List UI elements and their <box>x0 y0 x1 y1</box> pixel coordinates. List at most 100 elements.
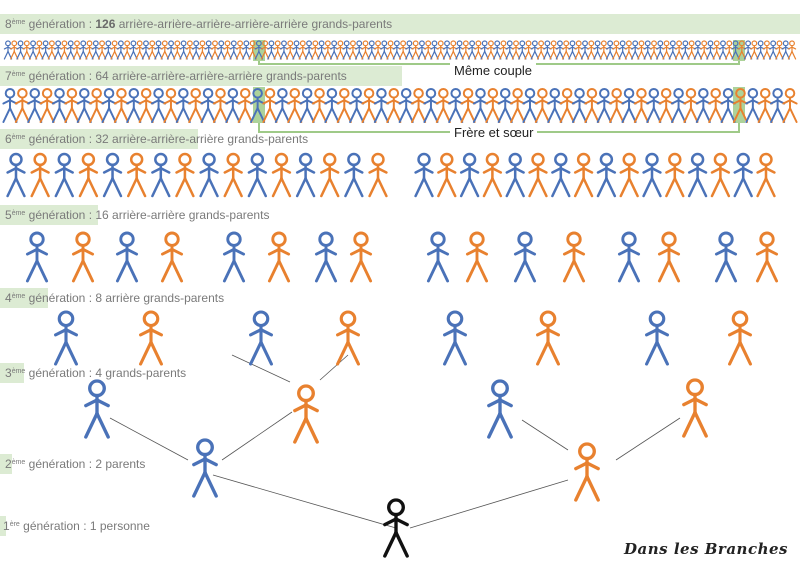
person-gen6-15 <box>344 152 364 198</box>
person-gen8-98 <box>612 40 621 60</box>
person-gen8-67 <box>417 40 427 60</box>
person-gen7-23 <box>274 88 290 123</box>
person-gen6-31 <box>733 152 753 198</box>
person-gen7-2 <box>14 88 30 123</box>
person-gen7-13 <box>150 88 167 123</box>
person-gen8-71 <box>442 40 452 60</box>
person-gen6-10 <box>223 152 243 198</box>
person-gen7-64 <box>782 88 798 123</box>
person-gen5-3 <box>115 231 139 283</box>
person-gen6-30 <box>710 152 731 198</box>
person-gen8-2 <box>10 40 19 60</box>
generation-label-2: 2ème génération : 2 parents <box>5 457 146 471</box>
person-gen8-66 <box>411 40 420 60</box>
person-gen7-46 <box>559 88 575 123</box>
person-gen7-26 <box>311 88 328 123</box>
person-gen3-4 <box>682 378 708 438</box>
person-gen7-4 <box>39 88 55 123</box>
person-gen8-88 <box>549 40 558 60</box>
person-gen5-2 <box>71 231 95 283</box>
person-gen8-51 <box>317 40 326 60</box>
person-gen5-8 <box>349 231 373 283</box>
person-gen5-4 <box>160 231 184 283</box>
person-gen6-16 <box>368 152 388 198</box>
person-gen5-5 <box>222 231 246 283</box>
person-gen8-59 <box>367 40 376 60</box>
person-gen6-7 <box>151 152 171 198</box>
person-gen8-7 <box>41 40 50 60</box>
person-gen8-104 <box>649 40 659 60</box>
connector-line-1 <box>212 474 397 529</box>
person-gen8-29 <box>179 40 188 60</box>
person-gen7-60 <box>732 88 749 123</box>
person-gen8-4 <box>22 40 32 60</box>
highlight-box-sibling-2 <box>733 87 745 123</box>
person-gen8-84 <box>524 40 533 60</box>
gen-band-7 <box>0 66 402 86</box>
person-gen8-55 <box>342 40 351 60</box>
person-gen7-58 <box>708 88 724 123</box>
person-gen7-56 <box>683 88 699 123</box>
person-gen7-35 <box>423 88 439 123</box>
person-gen8-61 <box>380 40 389 60</box>
person-gen7-10 <box>113 88 130 123</box>
person-gen8-28 <box>173 40 182 60</box>
person-gen6-29 <box>687 152 708 198</box>
generation-label-3: 3ème génération : 4 grands-parents <box>5 366 187 380</box>
person-gen5-16 <box>755 231 779 283</box>
person-gen8-101 <box>630 40 640 60</box>
person-gen8-73 <box>455 40 464 60</box>
person-gen8-62 <box>386 40 395 60</box>
person-gen8-53 <box>329 40 339 60</box>
person-gen8-100 <box>624 40 634 60</box>
person-gen7-48 <box>584 88 600 123</box>
person-gen5-6 <box>267 231 291 283</box>
person-gen4-6 <box>536 310 560 366</box>
person-gen5-12 <box>562 231 586 283</box>
person-gen7-33 <box>398 88 414 123</box>
person-gen7-49 <box>596 88 612 123</box>
person-gen8-108 <box>674 40 684 60</box>
brand-logo: Dans les Branches <box>624 540 788 558</box>
person-gen6-2 <box>30 152 50 198</box>
person-gen6-27 <box>642 152 662 198</box>
person-gen8-15 <box>91 40 101 60</box>
person-gen5-10 <box>465 231 489 283</box>
person-gen8-13 <box>79 40 88 60</box>
person-gen8-10 <box>60 40 69 60</box>
person-gen6-28 <box>665 152 685 198</box>
person-gen5-13 <box>617 231 641 283</box>
person-gen6-11 <box>247 152 267 198</box>
person-gen6-26 <box>619 152 639 198</box>
person-gen4-1 <box>54 310 78 366</box>
person-gen8-54 <box>336 40 345 60</box>
person-gen7-17 <box>200 88 216 123</box>
connector-line-8 <box>615 417 681 461</box>
person-gen8-99 <box>618 40 627 60</box>
person-gen8-121 <box>756 40 765 60</box>
person-gen8-82 <box>511 40 521 60</box>
person-gen7-54 <box>658 88 674 123</box>
person-gen7-62 <box>757 88 773 123</box>
person-gen8-12 <box>72 40 82 60</box>
person-gen8-97 <box>605 40 615 60</box>
person-gen7-44 <box>534 88 550 123</box>
person-gen8-41 <box>254 40 264 60</box>
person-gen8-52 <box>323 40 333 60</box>
person-gen4-3 <box>249 310 273 366</box>
person-gen8-93 <box>580 40 590 60</box>
person-gen8-72 <box>449 40 458 60</box>
gen-band-1 <box>0 516 6 536</box>
person-gen8-63 <box>392 40 402 60</box>
connector-line-7 <box>521 419 569 451</box>
person-gen8-107 <box>668 40 678 60</box>
person-gen5-15 <box>714 231 738 283</box>
siblings-annotation: Frère et sœur <box>450 125 538 141</box>
person-gen8-33 <box>204 40 213 60</box>
person-gen7-57 <box>695 88 711 123</box>
generation-label-4: 4ème génération : 8 arrière grands-paren… <box>5 291 225 305</box>
person-gen6-17 <box>414 152 434 198</box>
person-gen8-110 <box>687 40 696 60</box>
person-gen8-125 <box>781 40 790 60</box>
person-gen8-34 <box>210 40 220 60</box>
